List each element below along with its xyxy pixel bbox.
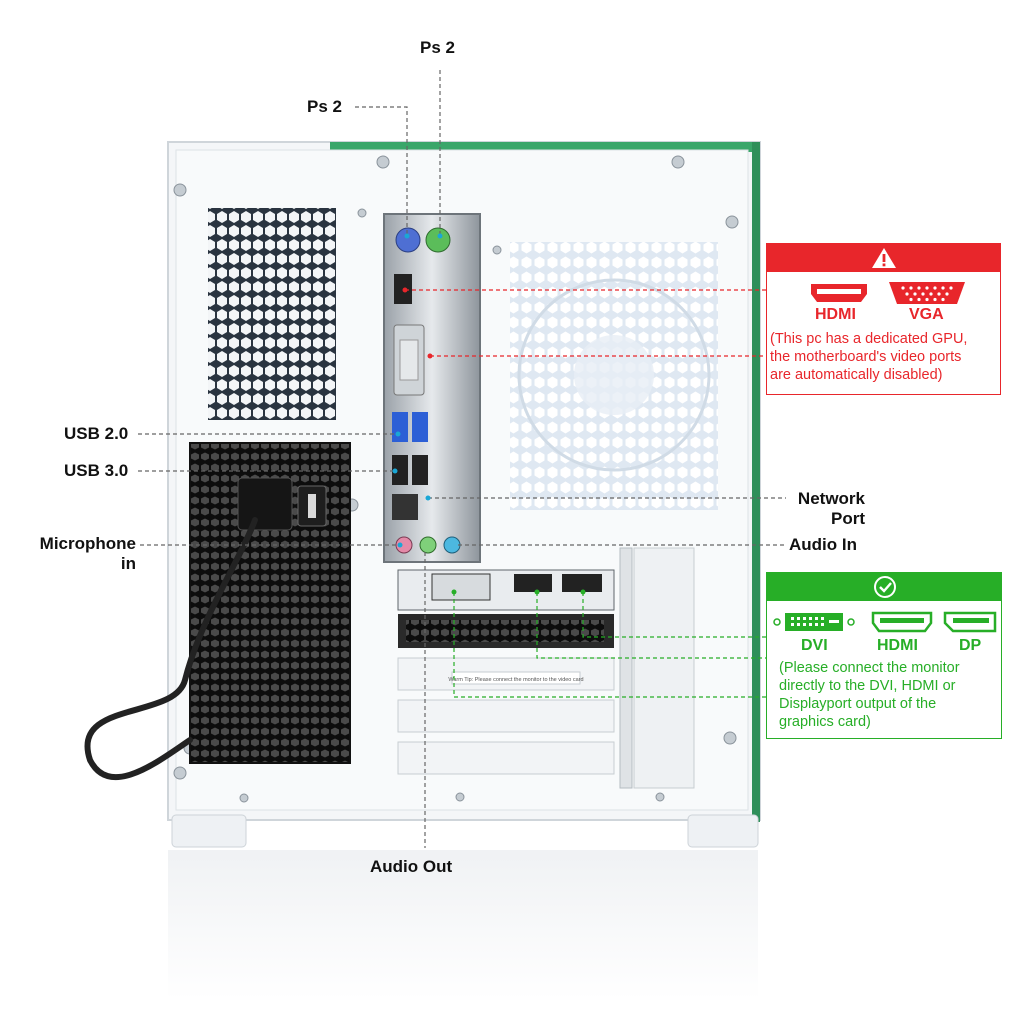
dvi-port-icon <box>773 613 855 631</box>
gpu-note-line: directly to the DVI, HDMI or <box>779 678 956 694</box>
graphics-card-output-panel: DVI HDMI DP (Please connect the monitor … <box>766 572 1002 739</box>
displayport-icon <box>943 611 997 633</box>
warning-leader-lines <box>405 289 766 357</box>
microphone-label: Microphone in <box>20 534 136 574</box>
warning-panel-header <box>767 244 1000 272</box>
audio-in-label: Audio In <box>789 535 857 554</box>
warning-triangle-icon <box>872 248 896 268</box>
check-circle-icon <box>874 576 896 598</box>
gpu-note: (Please connect the monitor directly to … <box>779 659 960 731</box>
gpu-hdmi-label: HDMI <box>877 637 918 654</box>
top-vent <box>208 208 336 420</box>
gpu-note-line: Displayport output of the <box>779 696 937 712</box>
leader-lines <box>138 70 786 848</box>
expansion-slots: Warm Tip: Please connect the monitor to … <box>397 547 695 789</box>
rear-fan <box>510 242 718 510</box>
gpu-dp-label: DP <box>959 637 982 654</box>
usb30-label: USB 3.0 <box>64 461 129 480</box>
io-shield <box>383 213 481 563</box>
gpu-dots <box>451 589 586 595</box>
hdmi-port-icon <box>871 611 933 633</box>
gpu-panel-header <box>767 573 1001 601</box>
gpu-leader-lines <box>453 592 766 698</box>
onboard-video-warning-panel: HDMI VGA (This pc has a dedicated GPU, t… <box>766 243 1001 395</box>
warning-note-line: (This pc has a dedicated GPU, <box>770 331 968 347</box>
case-sticker: Warm Tip: Please connect the monitor to … <box>448 677 583 683</box>
network-label-line2: Port <box>831 509 865 528</box>
microphone-label-line1: Microphone <box>39 534 136 553</box>
ps2-top-label: Ps 2 <box>420 38 455 57</box>
gpu-note-line: graphics card) <box>779 714 871 730</box>
ps2-left-label: Ps 2 <box>307 97 342 116</box>
network-label-line1: Network <box>797 489 865 508</box>
gpu-note-line: (Please connect the monitor <box>779 660 960 676</box>
warning-dots <box>402 287 433 359</box>
lead-dots <box>392 233 443 548</box>
hdmi-port-icon <box>811 284 867 302</box>
warning-note-line: the motherboard's video ports <box>770 349 962 365</box>
warning-hdmi-label: HDMI <box>815 306 856 323</box>
warning-note: (This pc has a dedicated GPU, the mother… <box>770 330 967 384</box>
warning-note-line: are automatically disabled) <box>770 367 943 383</box>
network-port-label: Network Port <box>770 489 865 529</box>
microphone-label-line2: in <box>120 554 136 573</box>
vga-port-icon <box>889 282 965 304</box>
warning-vga-label: VGA <box>909 306 944 323</box>
audio-out-label: Audio Out <box>370 857 453 876</box>
power-supply <box>84 442 351 781</box>
gpu-dvi-label: DVI <box>801 637 828 654</box>
usb20-label: USB 2.0 <box>64 424 129 443</box>
floor-reflection <box>168 850 758 1000</box>
